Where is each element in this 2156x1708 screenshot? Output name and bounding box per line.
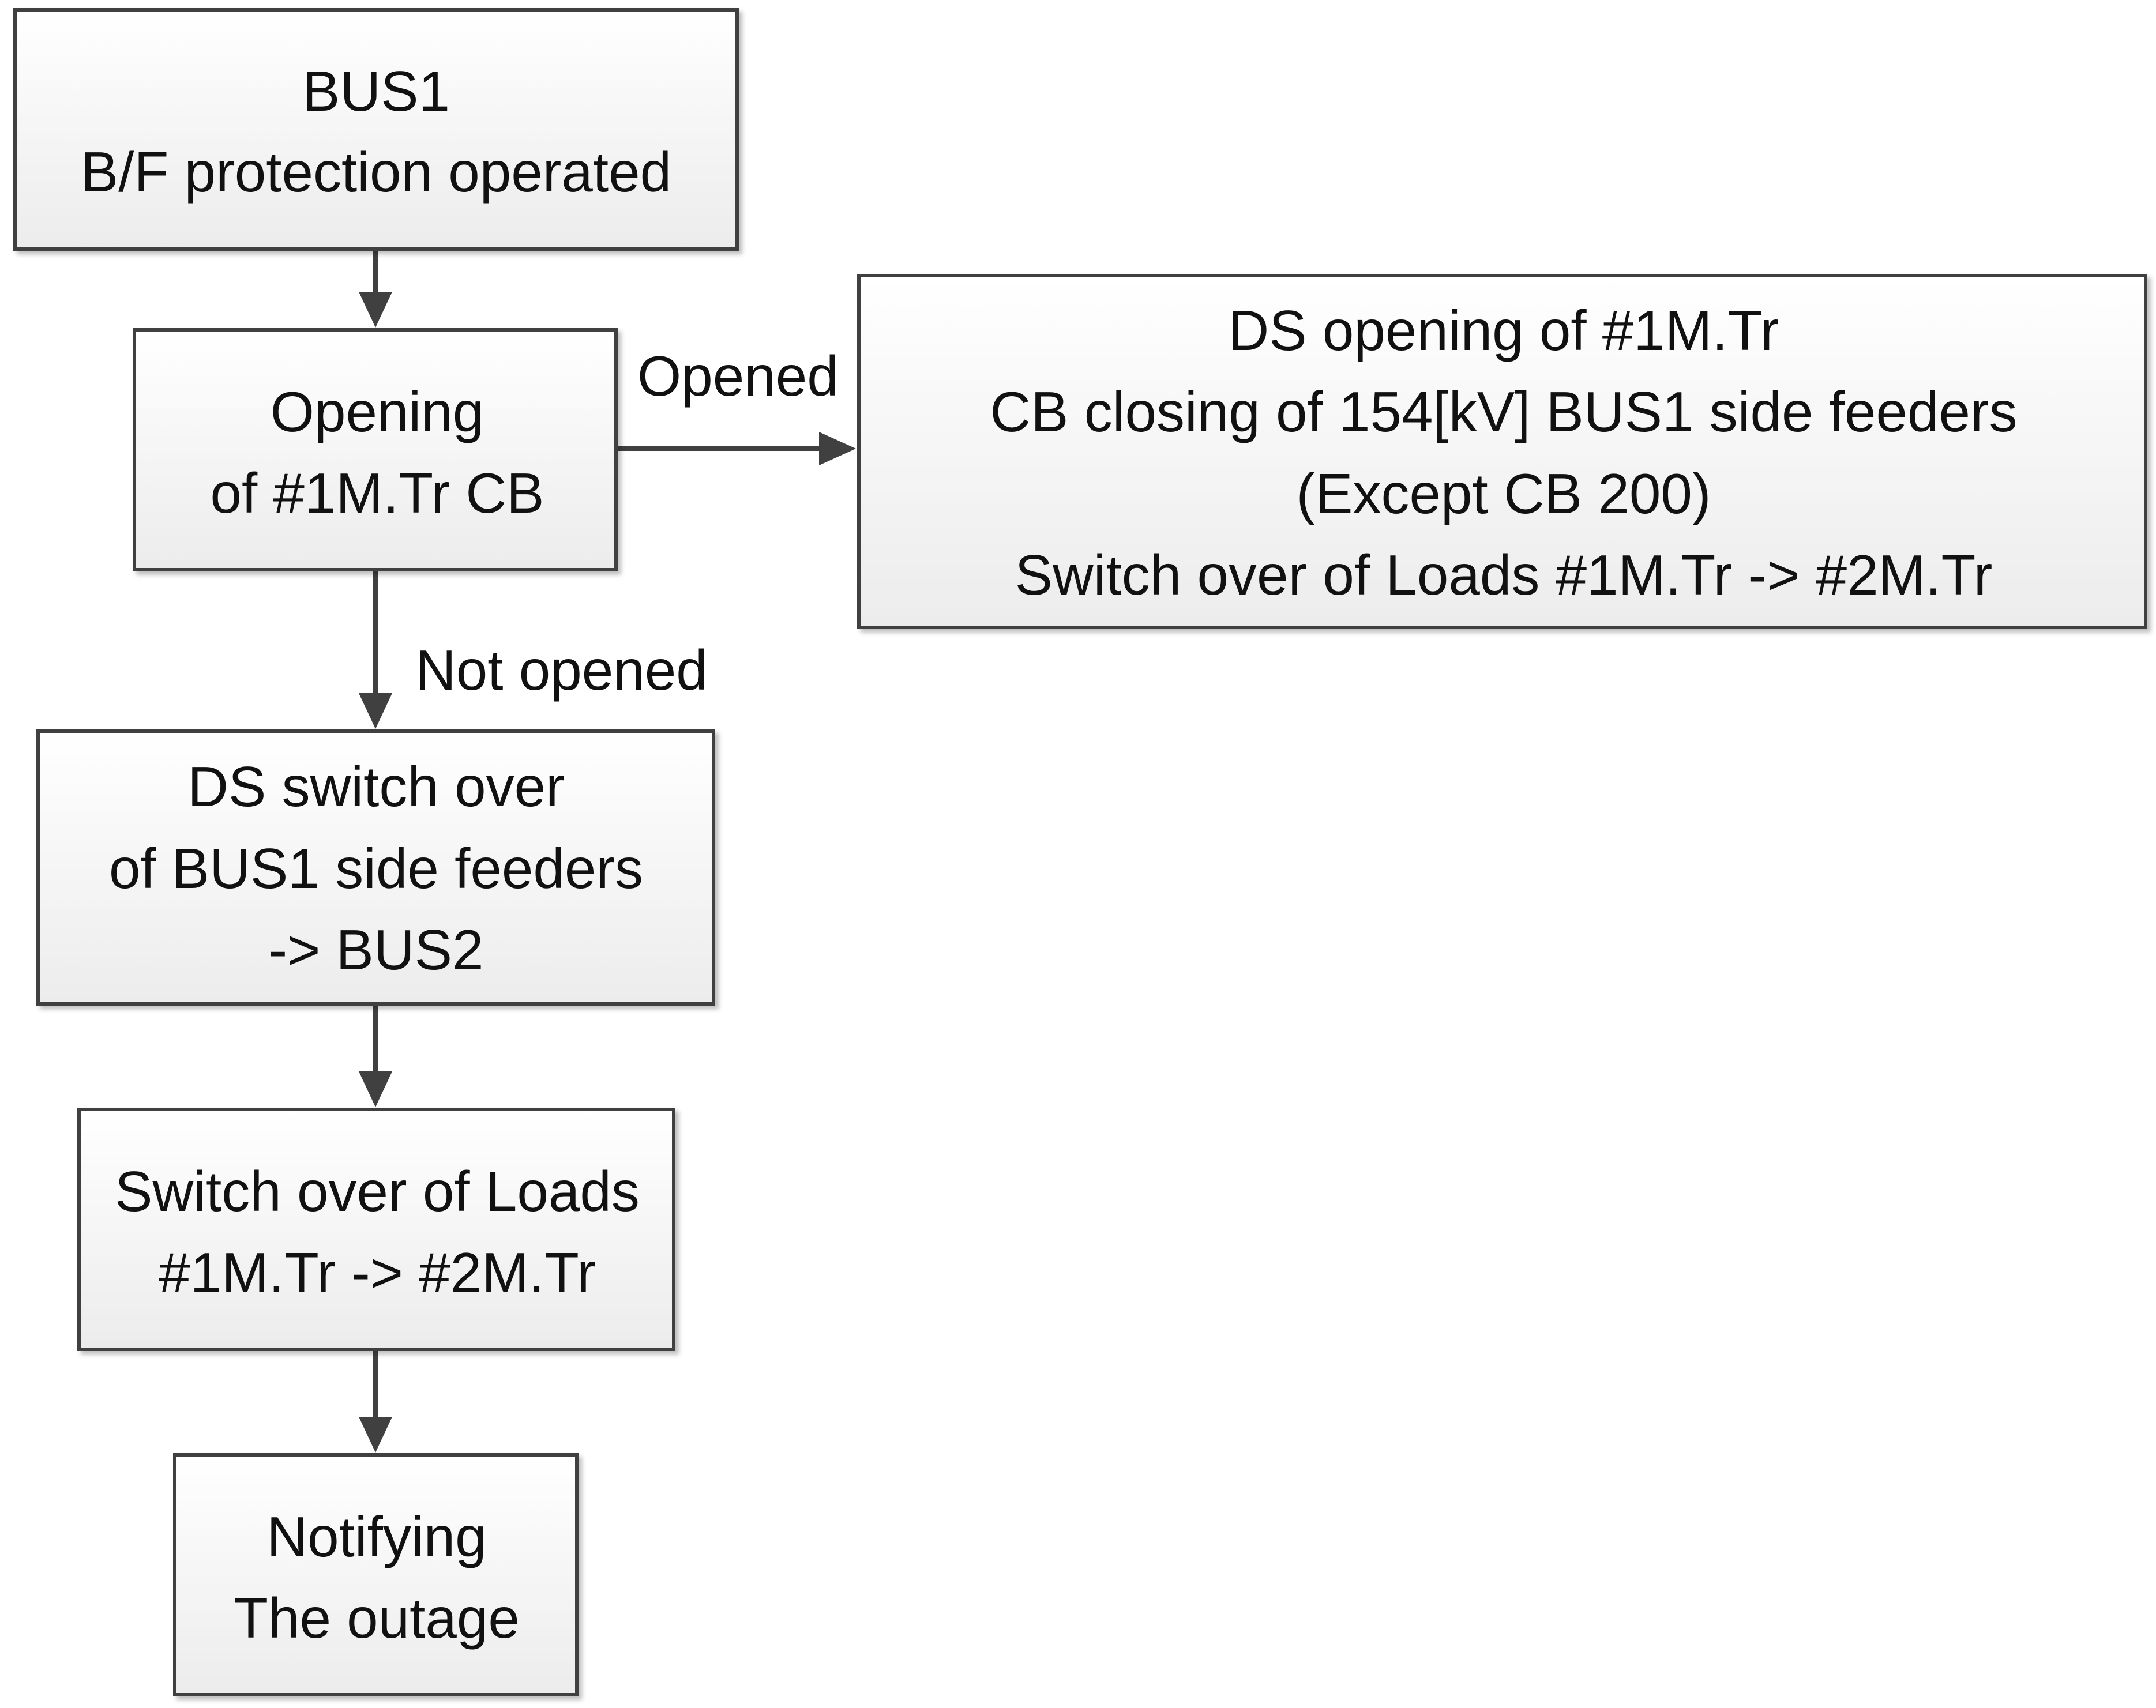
node-text-line: DS opening of #1M.Tr [1228, 299, 1779, 362]
node-ds-switch-over: DS switch over of BUS1 side feeders -> B… [36, 729, 715, 1006]
node-opening-cb: Opening of #1M.Tr CB [133, 328, 618, 571]
node-text-line: BUS1 [302, 59, 450, 123]
edge-ds-switch-to-loads [359, 1004, 392, 1107]
node-text-line: Notifying [266, 1505, 486, 1568]
node-notifying-outage: Notifying The outage [173, 1453, 579, 1696]
node-ds-opening: DS opening of #1M.Tr CB closing of 154[k… [857, 274, 2147, 629]
node-text-line: #1M.Tr -> #2M.Tr [159, 1241, 596, 1304]
node-text-line: Switch over of Loads #1M.Tr -> #2M.Tr [1015, 543, 1993, 607]
edge-opening-to-ds-switch [359, 570, 392, 729]
node-text-line: (Except CB 200) [1297, 462, 1711, 525]
node-text-line: Opening [271, 380, 484, 443]
node-text-line: -> BUS2 [268, 918, 483, 981]
node-switch-over-loads: Switch over of Loads #1M.Tr -> #2M.Tr [77, 1108, 675, 1351]
node-text-line: Switch over of Loads [115, 1160, 640, 1223]
edge-label-not-opened: Not opened [415, 638, 708, 702]
node-text-line: The outage [234, 1586, 520, 1650]
node-text-line: of BUS1 side feeders [109, 837, 643, 900]
edge-loads-to-notifying [359, 1349, 392, 1453]
edge-label-opened: Opened [637, 344, 839, 408]
node-text-line: B/F protection operated [81, 140, 671, 204]
node-text-line: DS switch over [187, 755, 565, 818]
node-text-line: CB closing of 154[kV] BUS1 side feeders [990, 380, 2017, 443]
edge-bus1-to-opening [359, 249, 392, 328]
connectors [359, 249, 856, 1453]
edge-opening-to-ds-opening [616, 432, 856, 465]
node-bus1-bf-protection: BUS1 B/F protection operated [13, 8, 739, 251]
node-text-line: of #1M.Tr CB [210, 461, 544, 525]
